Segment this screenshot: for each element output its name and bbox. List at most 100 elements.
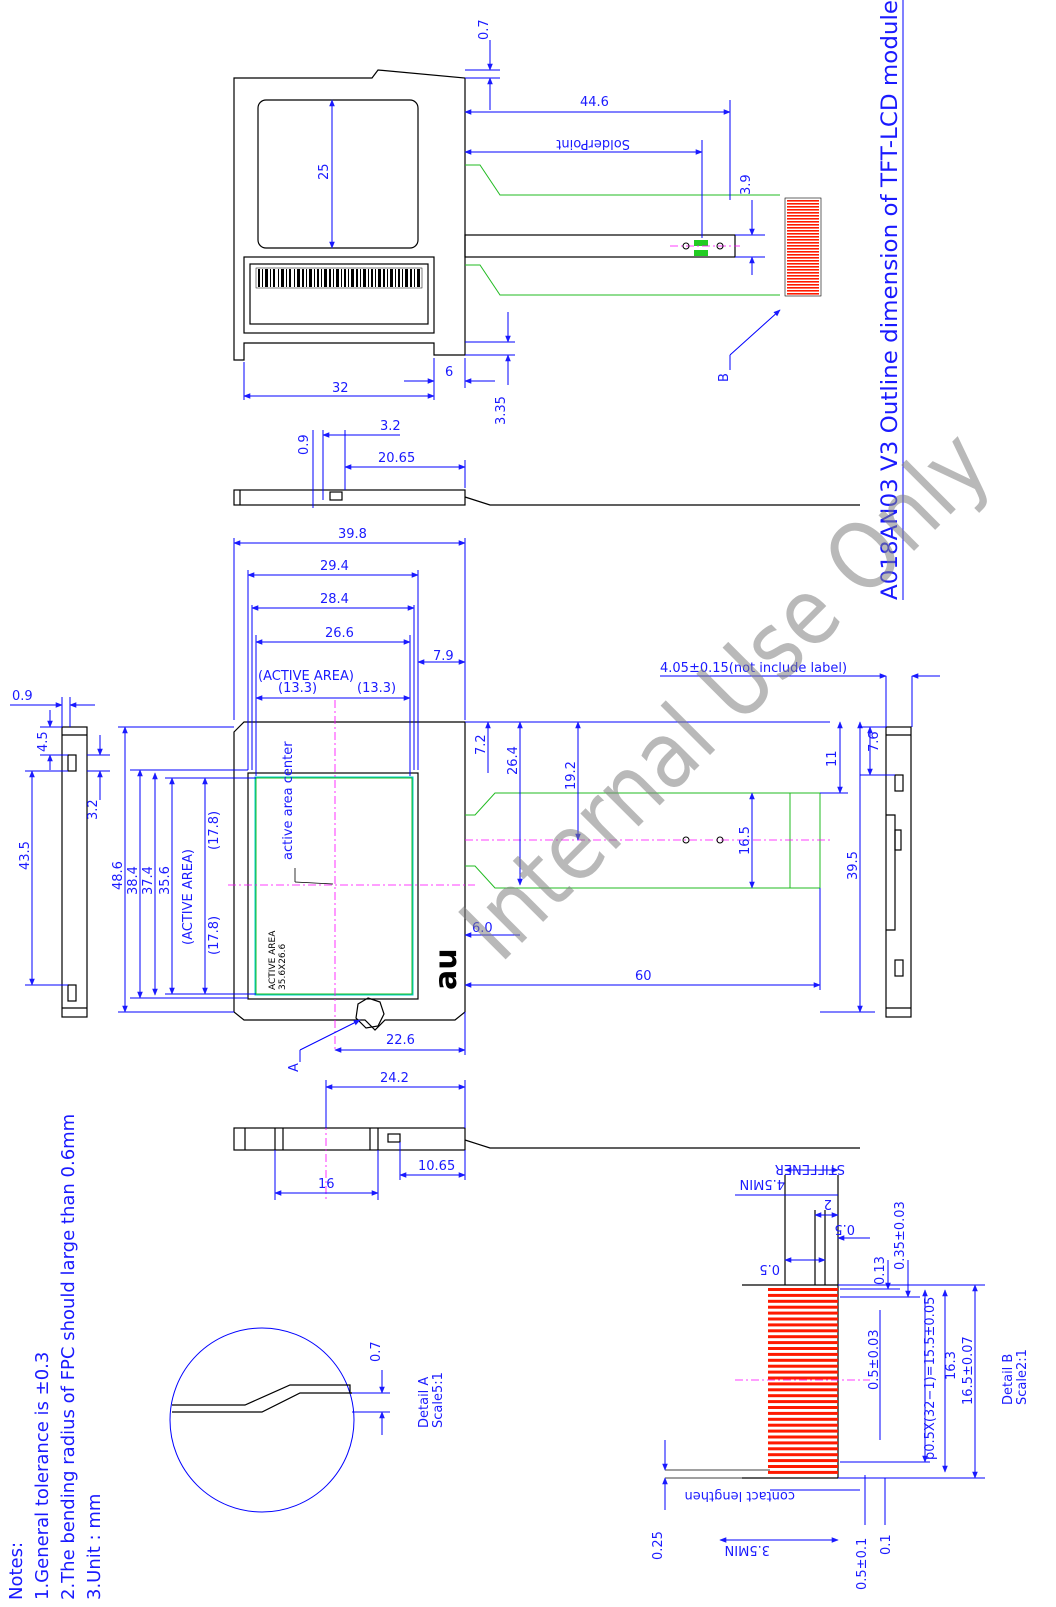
connector-pin bbox=[768, 1311, 838, 1315]
detail-b-contact: contact lengthen bbox=[685, 1488, 795, 1503]
connector-pin bbox=[768, 1305, 838, 1309]
dim-35-6: 35.6 bbox=[158, 866, 173, 895]
dim-7-9: 7.9 bbox=[433, 649, 454, 664]
connector-pin bbox=[787, 200, 819, 202]
connector-pin bbox=[768, 1447, 838, 1451]
detail-b-4-5min: 4.5MIN bbox=[740, 1176, 785, 1191]
connector-pin bbox=[787, 290, 819, 292]
detail-b-2: 2 bbox=[824, 1196, 832, 1211]
dim-0-9-top: 0.9 bbox=[297, 434, 312, 455]
connector-pin bbox=[787, 221, 819, 223]
detail-b-stiffener: STIFFENER bbox=[775, 1161, 845, 1176]
dim-22-6: 22.6 bbox=[386, 1033, 415, 1048]
connector-pin bbox=[787, 230, 819, 232]
connector-pin bbox=[787, 239, 819, 241]
connector-pin bbox=[768, 1465, 838, 1468]
connector-pin bbox=[787, 254, 819, 256]
dim-19-2: 19.2 bbox=[564, 761, 579, 790]
dim-26-4: 26.4 bbox=[506, 746, 521, 775]
detail-b-0-13: 0.13 bbox=[873, 1256, 888, 1285]
dim-17-8-upper: (17.8) bbox=[207, 811, 222, 850]
connector-pin bbox=[768, 1417, 838, 1421]
label-b: B bbox=[717, 373, 732, 382]
connector-pin bbox=[787, 206, 819, 208]
connector-pin bbox=[787, 227, 819, 229]
left-side-view: 0.9 4.5 3.2 43.5 bbox=[10, 689, 110, 1018]
au-logo: au bbox=[429, 948, 464, 990]
detail-a: 0.7 Detail A Scale5:1 bbox=[169, 1327, 446, 1513]
note-3: 3.Unit : mm bbox=[84, 1494, 105, 1600]
detail-b-0-5-b: 0.5 bbox=[759, 1261, 780, 1276]
dim-48-6: 48.6 bbox=[111, 861, 126, 890]
note-1: 1.General tolerance is ±0.3 bbox=[32, 1352, 53, 1600]
connector-pin bbox=[787, 203, 819, 205]
detail-b-0-5-pitch: 0.5±0.03 bbox=[867, 1329, 882, 1390]
thickness-note: 4.05±0.15(not include label) bbox=[660, 661, 847, 676]
dim-6-0: 6.0 bbox=[472, 921, 493, 936]
connector-pin bbox=[787, 266, 819, 268]
dim-39-8: 39.8 bbox=[338, 527, 367, 542]
dim-3-35: 3.35 bbox=[494, 396, 509, 425]
detail-b-pitch: p0.5X(32−1)=15.5±0.05 bbox=[923, 1297, 938, 1460]
connector-pin bbox=[787, 272, 819, 274]
dim-60: 60 bbox=[635, 969, 652, 984]
label-a: A bbox=[287, 1063, 302, 1072]
connector-pin bbox=[768, 1441, 838, 1445]
dim-7-2: 7.2 bbox=[474, 734, 489, 755]
connector-pin bbox=[787, 293, 819, 295]
connector-pin bbox=[787, 281, 819, 283]
connector-pin bbox=[768, 1358, 838, 1362]
dim-6: 6 bbox=[445, 365, 453, 380]
connector-pin bbox=[787, 233, 819, 235]
connector-pin bbox=[768, 1400, 838, 1404]
connector-pin bbox=[787, 242, 819, 244]
dim-25: 25 bbox=[317, 163, 332, 180]
dim-3-2-top: 3.2 bbox=[380, 419, 401, 434]
dim-26-6: 26.6 bbox=[325, 626, 354, 641]
connector-pin bbox=[787, 215, 819, 217]
bottom-side-view: 24.2 16 10.65 bbox=[233, 1071, 860, 1200]
active-area-label-1: ACTIVE AREA bbox=[268, 930, 278, 990]
dim-32: 32 bbox=[332, 381, 349, 396]
detail-b-0-5-a: 0.5 bbox=[834, 1221, 855, 1236]
active-area-center-label: active area center bbox=[281, 741, 296, 860]
watermark: Internal Use Only bbox=[440, 410, 1011, 981]
connector-pin bbox=[787, 236, 819, 238]
connector-pin bbox=[787, 278, 819, 280]
note-2: 2.The bending radius of FPC should large… bbox=[58, 1114, 79, 1600]
detail-b-title: Detail B bbox=[1001, 1354, 1016, 1405]
dim-16-5: 16.5 bbox=[738, 826, 753, 855]
dim-44-6: 44.6 bbox=[580, 95, 609, 110]
detail-b-0-25: 0.25 bbox=[651, 1531, 666, 1560]
drawing-title: A018AN03 V3 Outline dimension of TFT-LCD… bbox=[878, 0, 903, 600]
detail-b-0-35: 0.35±0.03 bbox=[893, 1201, 908, 1270]
connector-pin bbox=[787, 209, 819, 211]
connector-pin bbox=[787, 287, 819, 289]
dim-13-3-left: (13.3) bbox=[278, 681, 317, 696]
connector-pin bbox=[768, 1329, 838, 1333]
detail-a-scale: Scale5:1 bbox=[431, 1372, 446, 1428]
dim-3-2-left: 3.2 bbox=[86, 799, 101, 820]
detail-b-0-1: 0.1 bbox=[879, 1534, 894, 1555]
dim-3-9: 3.9 bbox=[739, 174, 754, 195]
connector-pin bbox=[768, 1376, 838, 1380]
connector-pin bbox=[768, 1406, 838, 1409]
connector-pin bbox=[787, 224, 819, 226]
detail-b-3-5min: 3.5MIN bbox=[725, 1542, 770, 1557]
notes: Notes: 1.General tolerance is ±0.3 2.The… bbox=[6, 1114, 105, 1600]
connector-pin bbox=[787, 212, 819, 214]
connector-pin bbox=[787, 257, 819, 259]
connector-pin bbox=[768, 1288, 838, 1291]
detail-a-dim-0-7: 0.7 bbox=[369, 1341, 384, 1362]
detail-b-16-5: 16.5±0.07 bbox=[961, 1336, 976, 1405]
connector-pin bbox=[768, 1299, 838, 1303]
dim-17-8-lower: (17.8) bbox=[207, 916, 222, 955]
connector-pin bbox=[787, 263, 819, 265]
dim-13-3-right: (13.3) bbox=[357, 681, 396, 696]
connector-pin bbox=[787, 248, 819, 250]
dim-11: 11 bbox=[825, 750, 840, 767]
connector-pin bbox=[768, 1323, 838, 1327]
connector-pin bbox=[787, 251, 819, 253]
active-area-h-label: (ACTIVE AREA) bbox=[258, 669, 354, 684]
